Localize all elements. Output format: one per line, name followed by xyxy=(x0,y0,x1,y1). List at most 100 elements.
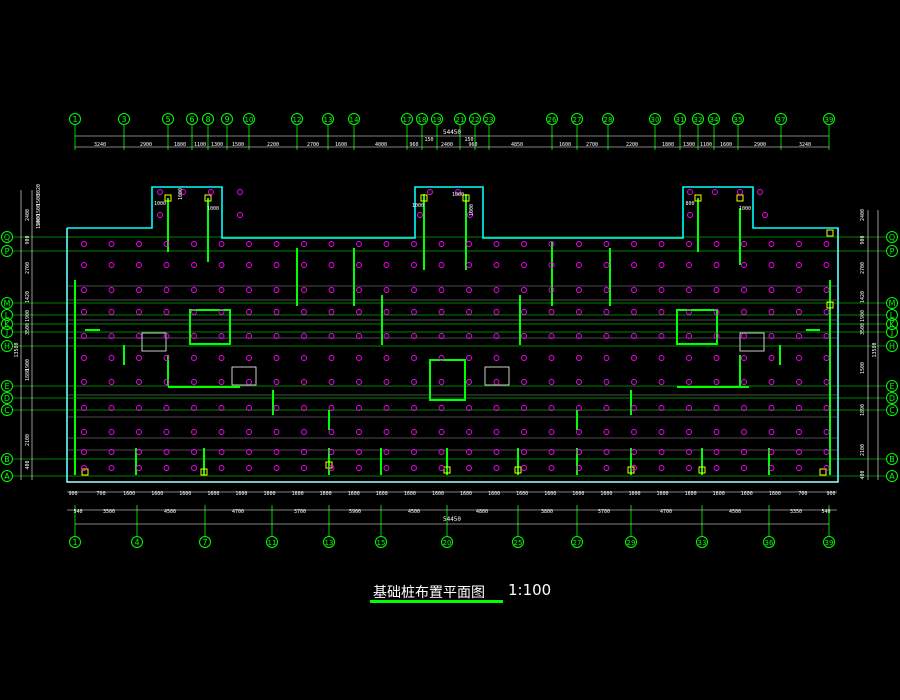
pile xyxy=(796,333,802,339)
left-dim-text: 2400 xyxy=(25,209,31,221)
pile xyxy=(658,241,665,247)
left-axis-C-circle xyxy=(1,404,13,416)
pile xyxy=(163,333,170,339)
pile xyxy=(713,379,720,385)
pile xyxy=(218,465,225,471)
pile xyxy=(493,355,500,361)
bottom-axis-39-label: 39 xyxy=(825,539,834,547)
pile xyxy=(157,212,163,218)
pile xyxy=(328,405,335,411)
bottom-axis-7-circle xyxy=(199,536,211,548)
pile xyxy=(686,429,692,435)
pile xyxy=(768,465,775,471)
pile xyxy=(108,355,115,361)
pile xyxy=(631,333,637,339)
pile xyxy=(493,287,500,293)
pile xyxy=(631,429,637,435)
pile xyxy=(246,355,252,361)
pile xyxy=(163,405,170,411)
pile xyxy=(81,429,87,435)
pile xyxy=(417,212,423,218)
pile xyxy=(218,309,225,315)
pile xyxy=(631,379,637,385)
pile xyxy=(768,262,775,268)
pile xyxy=(548,429,555,435)
bottom-pile-dim-text: 1600 xyxy=(657,491,669,497)
pile xyxy=(108,262,115,268)
bottom-axis-dim-text: 4500 xyxy=(729,509,741,515)
pile xyxy=(273,333,280,339)
pile xyxy=(218,241,225,247)
column-mark xyxy=(694,194,702,202)
left-dim-text: 1500 xyxy=(36,217,42,229)
left-axis-H-circle xyxy=(1,340,13,352)
top-axis-32-circle xyxy=(692,113,704,125)
pile xyxy=(301,429,307,435)
pile xyxy=(191,379,197,385)
left-axis-J-circle xyxy=(1,326,13,338)
wall-plate xyxy=(677,386,749,388)
pile xyxy=(658,287,665,293)
pile xyxy=(521,429,527,435)
bottom-axis-dim-text: 3800 xyxy=(541,509,553,515)
top-axis-3-label: 3 xyxy=(121,115,126,124)
pile xyxy=(301,355,307,361)
pile xyxy=(823,449,830,455)
pile xyxy=(521,309,527,315)
pile xyxy=(163,309,170,315)
pile xyxy=(383,465,390,471)
pile xyxy=(768,449,775,455)
right-axis-A-label: A xyxy=(889,472,895,481)
pile xyxy=(603,262,610,268)
note-text: 1000 xyxy=(178,188,184,200)
pile xyxy=(237,212,243,218)
pile xyxy=(741,405,747,411)
pile xyxy=(356,449,362,455)
pile xyxy=(741,262,747,268)
pile xyxy=(163,355,170,361)
pile xyxy=(273,465,280,471)
top-dim-text: 4000 xyxy=(375,142,387,148)
top-axis-34-circle xyxy=(708,113,720,125)
pile xyxy=(246,449,252,455)
left-dim-text: 400 xyxy=(25,460,31,469)
pile xyxy=(757,189,763,195)
right-dim-text: 2100 xyxy=(860,444,866,456)
top-dim-text: 1300 xyxy=(683,142,695,148)
bottom-pile-dim-text: 1600 xyxy=(628,491,640,497)
pile xyxy=(191,449,197,455)
left-axis-E-label: E xyxy=(4,382,9,391)
pile xyxy=(218,379,225,385)
column-mark xyxy=(420,194,428,202)
top-axis-23-circle xyxy=(483,113,495,125)
pile xyxy=(823,287,830,293)
pile xyxy=(576,355,582,361)
pile xyxy=(383,262,390,268)
bottom-pile-dim-text: 1600 xyxy=(432,491,444,497)
column-mark xyxy=(81,468,89,476)
pile xyxy=(631,241,637,247)
piles-layer xyxy=(81,189,830,471)
pile xyxy=(383,429,390,435)
pile xyxy=(273,287,280,293)
bottom-axis-4-label: 4 xyxy=(134,538,139,547)
column-mark xyxy=(164,194,172,202)
top-axis-21-label: 21 xyxy=(456,116,465,124)
pile xyxy=(493,333,500,339)
core-box xyxy=(189,309,231,345)
top-center-dim: 150 xyxy=(464,137,473,143)
top-dim-text: 2200 xyxy=(626,142,638,148)
pile xyxy=(81,309,87,315)
pile xyxy=(383,287,390,293)
bottom-pile-dim-text: 1600 xyxy=(376,491,388,497)
right-axis-B-label: B xyxy=(889,455,895,464)
pile xyxy=(603,429,610,435)
top-axis-6-label: 6 xyxy=(189,115,194,124)
left-axis-Q-label: Q xyxy=(4,233,10,242)
top-axis-3-circle xyxy=(118,113,130,125)
left-dim-text: 3500 xyxy=(25,323,31,335)
pile xyxy=(383,333,390,339)
pile xyxy=(713,287,720,293)
pile xyxy=(191,241,197,247)
right-axis-J-label: J xyxy=(890,328,893,337)
